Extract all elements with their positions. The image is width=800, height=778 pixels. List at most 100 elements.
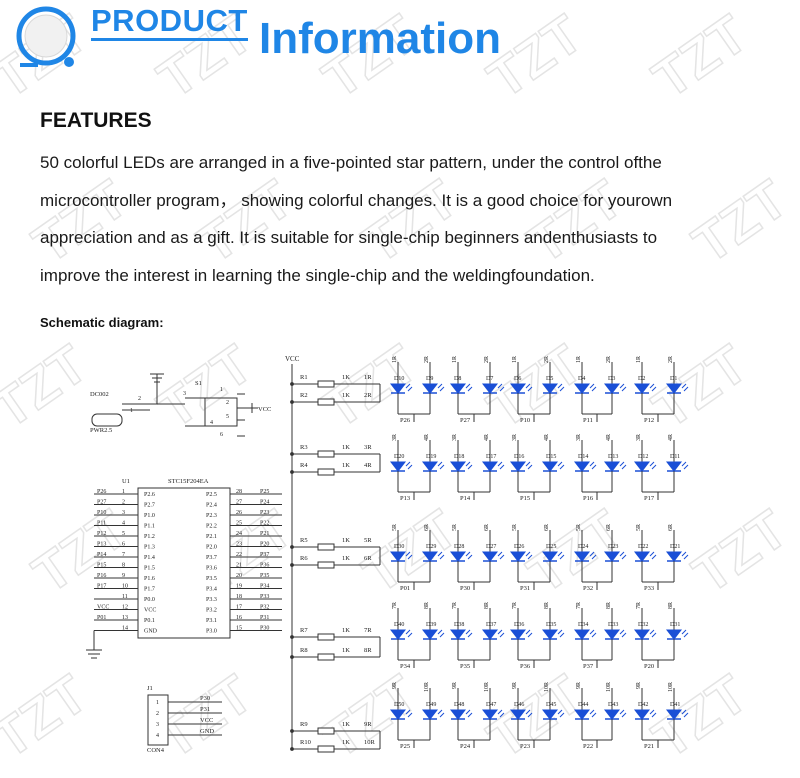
resistor-body: [317, 380, 335, 388]
mcu-right-net: P24: [260, 500, 269, 506]
led-symbol: [389, 461, 407, 472]
led-ref: D30: [394, 544, 404, 550]
led-emission-arrows: [589, 551, 597, 560]
led-symbol: [389, 629, 407, 640]
mcu-pin-name: P2.2: [206, 524, 217, 530]
led-ref: D43: [608, 702, 618, 708]
mcu-right-net: P35: [260, 573, 269, 579]
junction-dot: [290, 655, 294, 659]
mcu-right-net: P22: [260, 521, 269, 527]
mcu-pin-name: P1.3: [144, 545, 155, 551]
connector-net: VCC: [200, 717, 213, 724]
junction-dot: [290, 382, 294, 386]
led-symbol: [509, 551, 527, 562]
led-symbol: [481, 461, 499, 472]
mcu-pin-name: P1.1: [144, 524, 155, 530]
led-emission-arrows: [681, 551, 689, 560]
led-port-label: P24: [460, 743, 471, 750]
mcu-pin-number: 6: [122, 542, 125, 548]
led-anode-net: 3R: [512, 434, 518, 441]
led-anode-net: 3R: [392, 434, 398, 441]
led-ref: D38: [454, 622, 464, 628]
led-symbol: [481, 551, 499, 562]
mcu-pin-number: 27: [236, 500, 242, 506]
mcu-left-net: P11: [97, 521, 106, 527]
led-emission-arrows: [619, 551, 627, 560]
led-ref: D17: [486, 454, 496, 460]
led-emission-arrows: [497, 551, 505, 560]
connector-net: P30: [200, 695, 210, 702]
led-ref: D11: [670, 454, 680, 460]
vcc-flag: [251, 403, 258, 413]
led-symbol: [573, 461, 591, 472]
led-anode-net: 6R: [668, 524, 674, 531]
led-ref: D33: [608, 622, 618, 628]
led-ref: D12: [638, 454, 648, 460]
led-emission-arrows: [557, 709, 565, 718]
led-emission-arrows: [619, 383, 627, 392]
led-symbol: [389, 709, 407, 720]
mcu-pin-number: 19: [236, 584, 242, 590]
resistor-net: 5R: [364, 537, 372, 544]
mcu-pin-number: 24: [236, 531, 242, 537]
features-line: 50 colorful LEDs are arranged in a five-…: [40, 153, 662, 172]
junction-dot: [290, 563, 294, 567]
mcu-left-net: P13: [97, 542, 106, 548]
circle-logo-icon: [16, 6, 76, 67]
led-emission-arrows: [649, 551, 657, 560]
resistor-value: 1K: [342, 721, 350, 728]
led-emission-arrows: [557, 461, 565, 470]
led-anode-net: 7R: [452, 602, 458, 609]
features-title: FEATURES: [40, 109, 152, 132]
led-symbol: [665, 461, 683, 472]
led-anode-net: 4R: [424, 434, 430, 441]
mcu-pin-number: 7: [122, 552, 125, 558]
led-anode-net: 2R: [606, 356, 612, 363]
junction-dot: [290, 545, 294, 549]
mcu-left-net: P14: [97, 552, 106, 558]
led-anode-net: 1R: [636, 356, 642, 363]
vcc-label: VCC: [258, 406, 271, 413]
mcu-pin-number: 22: [236, 552, 242, 558]
led-anode-net: 10R: [424, 682, 430, 692]
product-heading: PRODUCT: [91, 4, 248, 41]
junction-dot: [290, 452, 294, 456]
led-emission-arrows: [465, 551, 473, 560]
mcu-right-net: P25: [260, 489, 269, 495]
led-emission-arrows: [525, 551, 533, 560]
led-ref: D9: [426, 376, 433, 382]
mcu-pin-name: P1.4: [144, 555, 155, 561]
led-anode-net: 5R: [452, 524, 458, 531]
mcu-left-net: P26: [97, 489, 106, 495]
mcu-pin-number: 17: [236, 605, 242, 611]
led-ref: D35: [546, 622, 556, 628]
led-ref: D21: [670, 544, 680, 550]
led-symbol: [481, 629, 499, 640]
mcu-left-net: P12: [97, 531, 106, 537]
led-symbol: [665, 629, 683, 640]
mcu-pin-name: P2.7: [144, 503, 155, 509]
led-emission-arrows: [437, 629, 445, 638]
resistor-ref: R5: [300, 537, 308, 544]
switch-ref: S1: [195, 380, 202, 387]
led-anode-net: 2R: [668, 356, 674, 363]
led-ref: D37: [486, 622, 496, 628]
led-ref: D39: [426, 622, 436, 628]
led-emission-arrows: [497, 709, 505, 718]
led-symbol: [449, 383, 467, 394]
led-anode-net: 5R: [636, 524, 642, 531]
led-emission-arrows: [589, 709, 597, 718]
led-symbol: [603, 383, 621, 394]
led-port-label: P23: [520, 743, 530, 750]
led-port-label: P25: [400, 743, 410, 750]
resistor-net: 2R: [364, 392, 372, 399]
led-symbol: [509, 709, 527, 720]
led-symbol: [389, 551, 407, 562]
led-anode-net: 2R: [544, 356, 550, 363]
mcu-pin-name: P3.4: [206, 587, 217, 593]
led-anode-net: 7R: [636, 602, 642, 609]
resistor-value: 1K: [342, 444, 350, 451]
resistor-net: 8R: [364, 647, 372, 654]
junction-dot: [290, 747, 294, 751]
led-ref: D3: [608, 376, 615, 382]
